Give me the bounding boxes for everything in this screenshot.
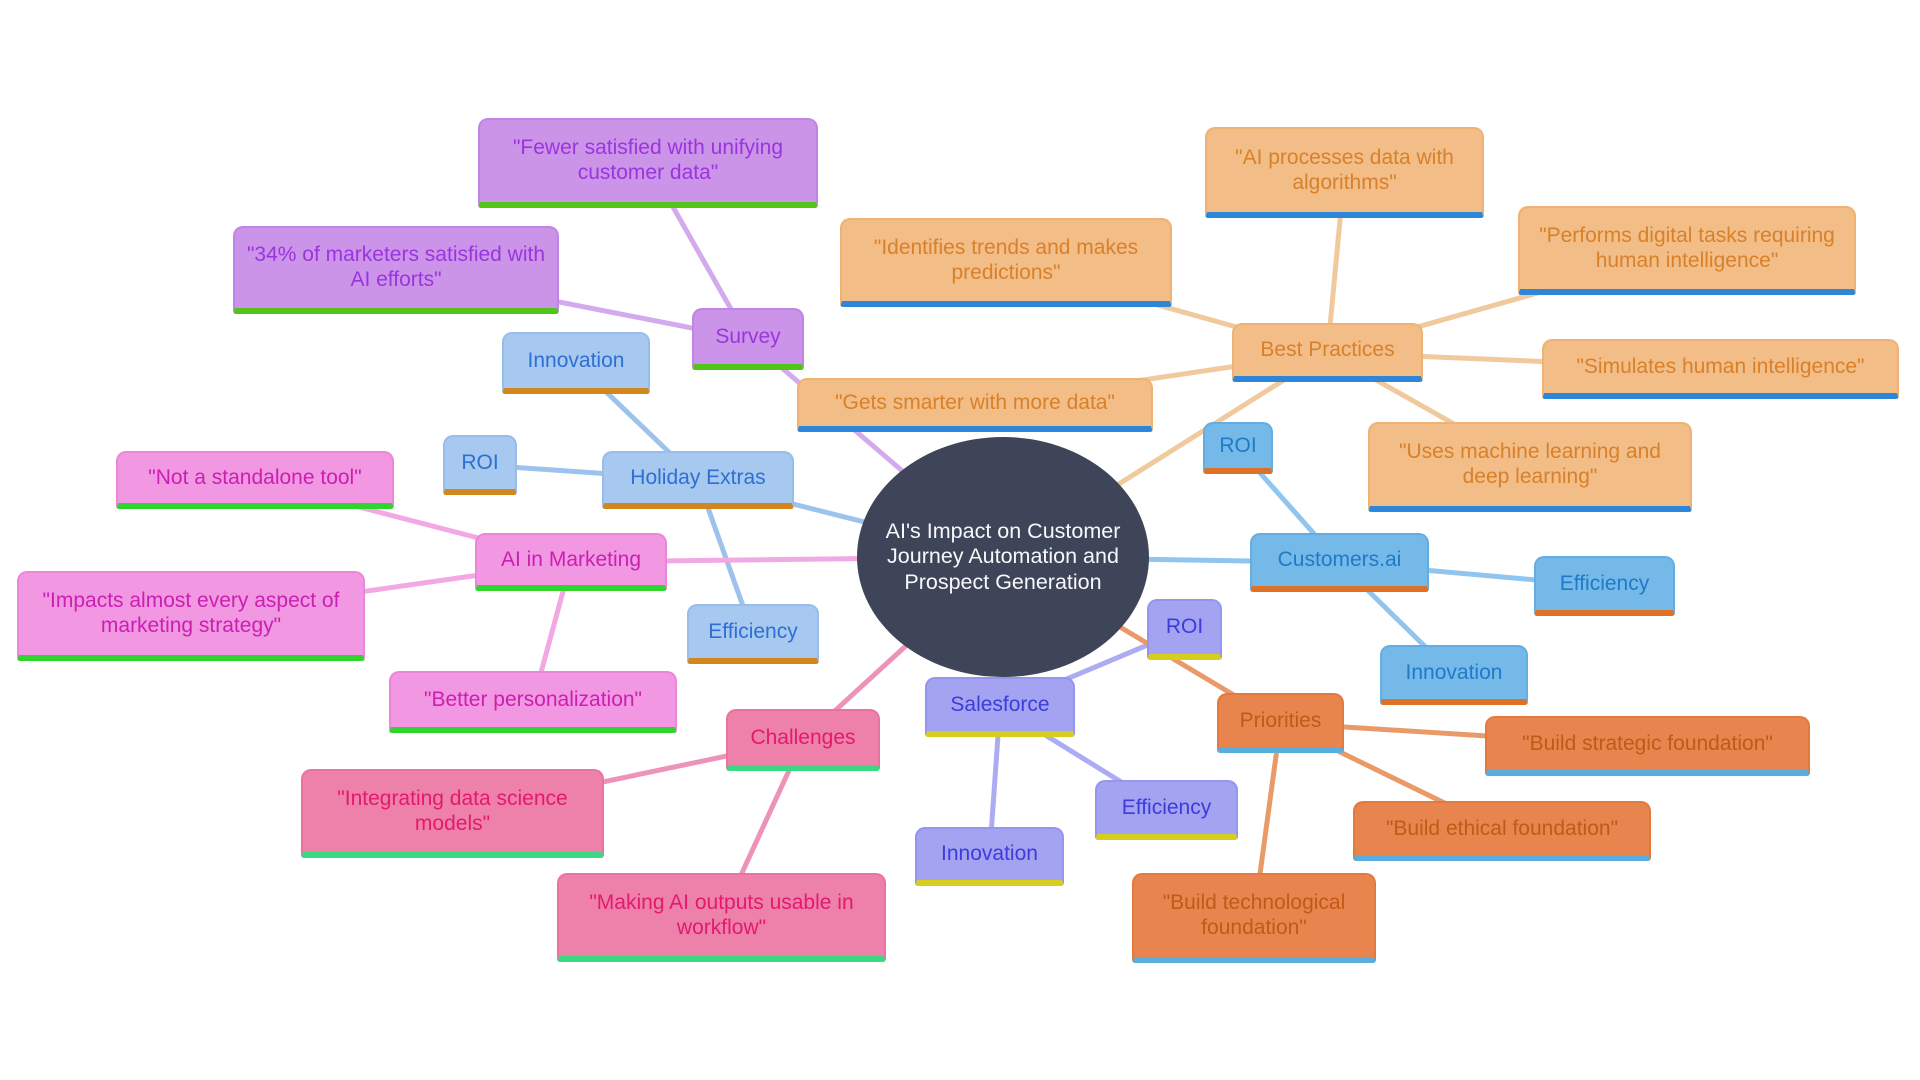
node-challenges[interactable]: Challenges	[726, 709, 880, 771]
node-makingai[interactable]: "Making AI outputs usable in workflow"	[557, 873, 886, 962]
node-label: "Build ethical foundation"	[1385, 816, 1619, 840]
node-label: Survey	[715, 324, 781, 348]
node-notstandalone[interactable]: "Not a standalone tool"	[116, 451, 394, 509]
node-center[interactable]: AI's Impact on Customer Journey Automati…	[857, 437, 1149, 677]
node-label: "Better personalization"	[423, 687, 643, 711]
node-roi_sf[interactable]: ROI	[1147, 599, 1222, 660]
node-bestpractices[interactable]: Best Practices	[1232, 323, 1423, 382]
node-aiprocesses[interactable]: "AI processes data with algorithms"	[1205, 127, 1484, 218]
node-innovation_hx[interactable]: Innovation	[502, 332, 650, 394]
node-label: ROI	[461, 450, 499, 474]
node-label: "Uses machine learning and deep learning…	[1399, 440, 1661, 488]
node-label: "Build technological foundation"	[1162, 891, 1346, 939]
node-label: "Impacts almost every aspect of marketin…	[42, 589, 340, 637]
node-label: "Performs digital tasks requiring human …	[1539, 223, 1835, 272]
node-survey[interactable]: Survey	[692, 308, 804, 370]
node-performs[interactable]: "Performs digital tasks requiring human …	[1518, 206, 1856, 295]
node-buildstrategic[interactable]: "Build strategic foundation"	[1485, 716, 1810, 776]
node-label: ROI	[1219, 433, 1257, 457]
node-aimarketing[interactable]: AI in Marketing	[475, 533, 667, 591]
node-label: AI in Marketing	[500, 547, 642, 571]
node-label: Holiday Extras	[630, 465, 766, 489]
node-label: Efficiency	[708, 619, 798, 643]
node-label: "34% of marketers satisfied with AI effo…	[246, 243, 546, 291]
node-label: "Simulates human intelligence"	[1576, 354, 1865, 378]
node-label: "Integrating data science models"	[337, 786, 568, 835]
node-impacts[interactable]: "Impacts almost every aspect of marketin…	[17, 571, 365, 661]
node-simulates[interactable]: "Simulates human intelligence"	[1542, 339, 1899, 399]
node-buildtech[interactable]: "Build technological foundation"	[1132, 873, 1376, 963]
node-label: "Not a standalone tool"	[148, 465, 362, 489]
node-usesml[interactable]: "Uses machine learning and deep learning…	[1368, 422, 1692, 512]
node-buildethical[interactable]: "Build ethical foundation"	[1353, 801, 1651, 861]
node-customersai[interactable]: Customers.ai	[1250, 533, 1429, 592]
node-label: "Gets smarter with more data"	[835, 390, 1115, 414]
node-label: Priorities	[1239, 708, 1322, 732]
node-label: "Identifies trends and makes predictions…	[873, 235, 1139, 284]
node-priorities[interactable]: Priorities	[1217, 693, 1344, 753]
node-integrating[interactable]: "Integrating data science models"	[301, 769, 604, 858]
node-innovation_sf[interactable]: Innovation	[915, 827, 1064, 886]
node-efficiency_hx[interactable]: Efficiency	[687, 604, 819, 664]
node-label: "Making AI outputs usable in workflow"	[589, 890, 854, 939]
node-label: AI's Impact on Customer Journey Automati…	[885, 518, 1121, 594]
node-label: Best Practices	[1260, 338, 1395, 362]
node-thirtyfour[interactable]: "34% of marketers satisfied with AI effo…	[233, 226, 559, 314]
node-efficiency_sf[interactable]: Efficiency	[1095, 780, 1238, 840]
node-label: Efficiency	[1559, 571, 1650, 595]
node-label: "Fewer satisfied with unifying customer …	[512, 136, 784, 184]
node-label: Customers.ai	[1277, 548, 1402, 572]
node-roi_ca[interactable]: ROI	[1203, 422, 1273, 474]
node-identifies[interactable]: "Identifies trends and makes predictions…	[840, 218, 1172, 307]
node-label: Innovation	[941, 842, 1038, 866]
node-label: "AI processes data with algorithms"	[1235, 145, 1454, 194]
node-label: ROI	[1165, 615, 1204, 639]
node-roi_hx[interactable]: ROI	[443, 435, 517, 495]
node-label: Salesforce	[950, 692, 1050, 716]
node-fewer[interactable]: "Fewer satisfied with unifying customer …	[478, 118, 818, 208]
node-label: Challenges	[750, 725, 856, 749]
node-salesforce[interactable]: Salesforce	[925, 677, 1075, 737]
node-efficiency_ca[interactable]: Efficiency	[1534, 556, 1675, 616]
node-label: Innovation	[1405, 660, 1503, 684]
node-innovation_ca[interactable]: Innovation	[1380, 645, 1528, 705]
node-label: Efficiency	[1121, 795, 1212, 819]
node-getssmarter[interactable]: "Gets smarter with more data"	[797, 378, 1153, 432]
node-label: Innovation	[527, 348, 625, 372]
node-betterpers[interactable]: "Better personalization"	[389, 671, 677, 733]
node-holiday[interactable]: Holiday Extras	[602, 451, 794, 509]
node-label: "Build strategic foundation"	[1522, 731, 1773, 755]
